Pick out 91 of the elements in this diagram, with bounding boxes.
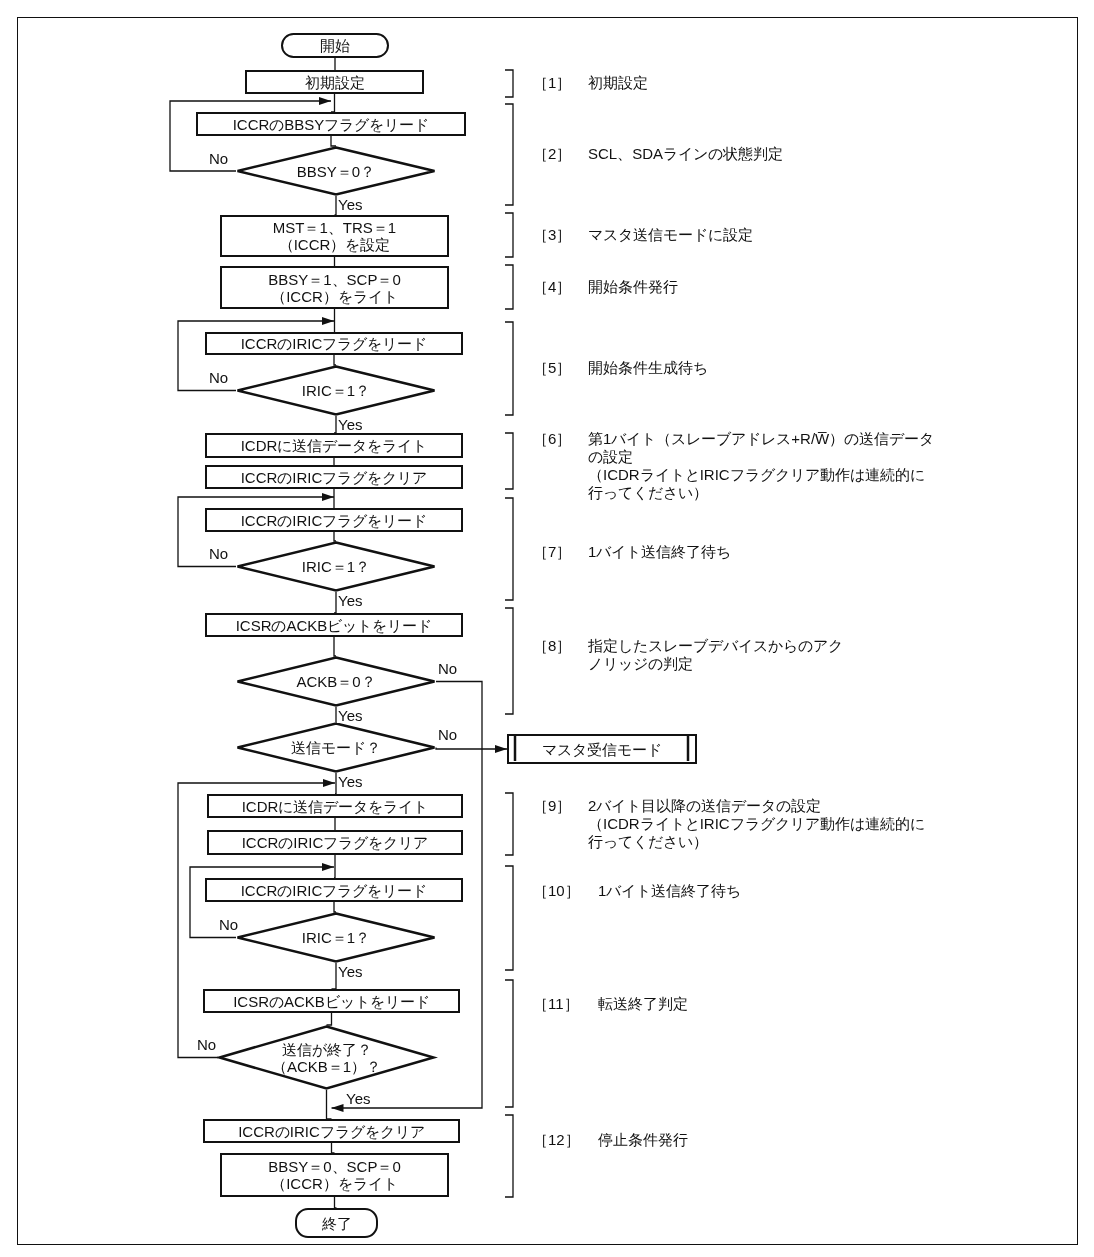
annotation-text: 開始条件生成待ち — [588, 359, 708, 377]
annotation-text: ［6］ — [533, 430, 572, 448]
annotation-text: ［1］ — [533, 74, 572, 92]
connector-line — [333, 901, 337, 913]
process-box: BBSY＝1、SCP＝0（ICCR）をライト — [220, 266, 449, 309]
arrow — [177, 317, 335, 392]
process-box: ICCRのBBSYフラグをリード — [196, 112, 466, 136]
annotation-text: ［5］ — [533, 359, 572, 377]
process-box: ICCRのIRICフラグをクリア — [207, 830, 463, 855]
edge-label: No — [218, 917, 240, 932]
edge-label: No — [196, 1037, 218, 1052]
process-box: ICDRに送信データをライト — [207, 794, 463, 818]
edge-label: Yes — [345, 1091, 372, 1106]
terminal-shape: 開始 — [281, 33, 389, 58]
annotation-text: 第1バイト（スレーブアドレス+R/W̅）の送信データの設定 — [588, 430, 936, 466]
decision-diamond: 送信モード？ — [236, 722, 436, 773]
decision-diamond: IRIC＝1？ — [236, 541, 436, 592]
annotation-text: ［4］ — [533, 278, 572, 296]
connector-line — [333, 636, 337, 657]
edge-label: Yes — [337, 964, 364, 979]
annotation-text: マスタ送信モードに設定 — [588, 226, 753, 244]
annotation-text: ［10］ — [533, 882, 580, 900]
process-box: MST＝1、TRS＝1（ICCR）を設定 — [220, 215, 449, 257]
process-box: ICSRのACKBビットをリード — [203, 989, 460, 1013]
connector-line — [333, 354, 337, 366]
annotation-text: （ICDRライトとIRICフラグクリア動作は連続的に行ってください） — [588, 466, 926, 502]
process-box: 初期設定 — [245, 70, 424, 94]
annotation-text: ［12］ — [533, 1131, 580, 1149]
connector-line — [334, 772, 337, 795]
connector-line — [334, 817, 336, 831]
arrow — [177, 779, 336, 1059]
annotation-text: ［3］ — [533, 226, 572, 244]
annotation-text: ［11］ — [533, 995, 579, 1013]
subroutine-box: マスタ受信モード — [507, 734, 697, 764]
edge-label: No — [437, 727, 459, 742]
process-box: ICCRのIRICフラグをクリア — [203, 1119, 460, 1143]
connector-line — [325, 1089, 333, 1120]
arrow — [169, 97, 332, 172]
process-box: BBSY＝0、SCP＝0（ICCR）をライト — [220, 1153, 449, 1197]
edge-label: Yes — [337, 708, 364, 723]
connector-line — [333, 488, 335, 509]
terminal-shape: 終了 — [295, 1208, 378, 1238]
annotation-text: 開始条件発行 — [588, 278, 678, 296]
connector-line — [335, 706, 337, 723]
process-box: ICCRのIRICフラグをリード — [205, 878, 463, 902]
edge-label: No — [208, 546, 230, 561]
edge-label: Yes — [337, 774, 364, 789]
decision-diamond: BBSY＝0？ — [236, 146, 436, 196]
process-box: ICCRのIRICフラグをクリア — [205, 465, 463, 489]
arrow — [435, 745, 508, 753]
connector-line — [333, 591, 337, 614]
arrow — [177, 493, 335, 568]
process-box: ICCRのIRICフラグをリード — [205, 508, 463, 532]
annotation-text: 2バイト目以降の送信データの設定 — [588, 797, 823, 815]
connector-line — [333, 854, 336, 879]
annotation-text: 初期設定 — [588, 74, 648, 92]
arrow — [330, 680, 483, 1112]
connector-line — [333, 195, 337, 216]
annotation-text: 指定したスレーブデバイスからのアクノリッジの判定 — [588, 637, 844, 673]
annotation-text: （ICDRライトとIRICフラグクリア動作は連続的に行ってください） — [588, 815, 926, 851]
annotation-text: 1バイト送信終了待ち — [598, 882, 742, 900]
connector-line — [325, 1012, 333, 1026]
connector-line — [330, 135, 337, 147]
connector-line — [333, 57, 336, 71]
process-box: ICDRに送信データをライト — [205, 433, 463, 458]
connector-line — [333, 457, 335, 466]
annotation-text: SCL、SDAラインの状態判定 — [588, 145, 784, 163]
annotation-text: ［2］ — [533, 145, 572, 163]
edge-label: No — [208, 370, 230, 385]
decision-diamond: 送信が終了？（ACKB＝1）？ — [218, 1025, 435, 1090]
edge-label: No — [437, 661, 459, 676]
connector-line — [333, 531, 337, 542]
connector-line — [330, 93, 336, 113]
edge-label: Yes — [337, 197, 364, 212]
arrow — [189, 863, 335, 939]
connector-line — [330, 962, 337, 990]
connector-line — [333, 415, 337, 434]
edge-label: Yes — [337, 593, 364, 608]
decision-diamond: ACKB＝0？ — [236, 656, 436, 707]
connector-line — [333, 308, 336, 333]
annotation-text: ［7］ — [533, 543, 572, 561]
annotation-text: ［9］ — [533, 797, 572, 815]
annotation-text: ［8］ — [533, 637, 572, 655]
process-box: ICCRのIRICフラグをリード — [205, 332, 463, 355]
decision-diamond: IRIC＝1？ — [236, 365, 436, 416]
edge-label: No — [208, 151, 230, 166]
annotation-text: 1バイト送信終了待ち — [588, 543, 732, 561]
annotation-text: 停止条件発行 — [598, 1131, 688, 1149]
process-box: ICSRのACKBビットをリード — [205, 613, 463, 637]
annotation-text: 転送終了判定 — [598, 995, 688, 1013]
edge-label: Yes — [337, 417, 364, 432]
